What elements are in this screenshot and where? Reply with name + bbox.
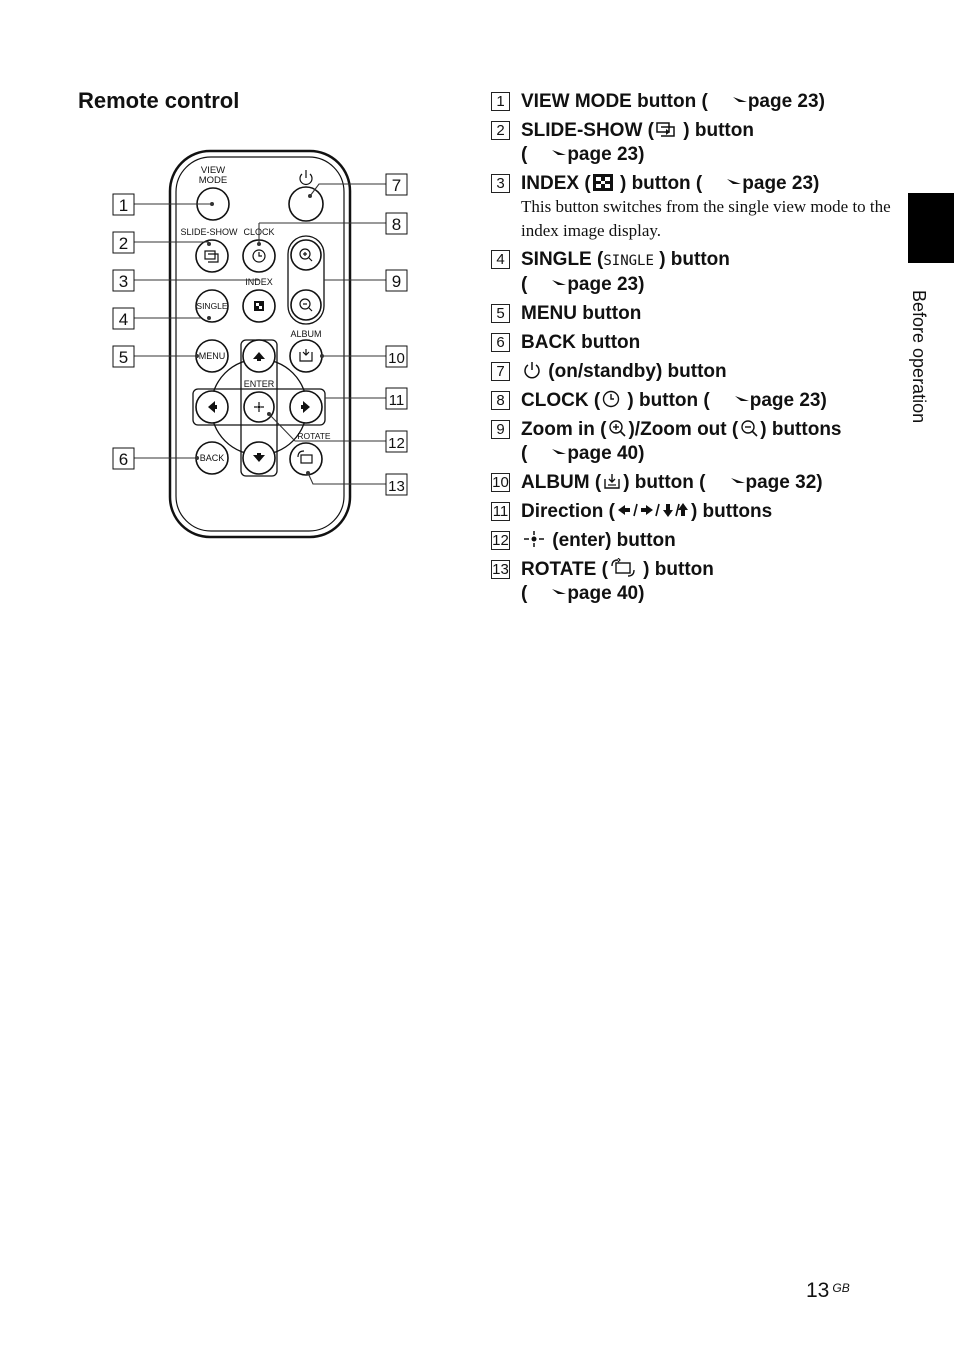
index-icon xyxy=(592,173,613,191)
callout-7: 7 xyxy=(385,173,408,196)
callout-13: 13 xyxy=(385,473,408,496)
direction-arrows-icon xyxy=(617,503,688,518)
item-number: 1 xyxy=(491,92,510,111)
section-heading: Remote control xyxy=(78,88,240,113)
callout-3: 3 xyxy=(112,269,135,292)
single-button-text: SINGLE xyxy=(196,301,228,311)
page-ref-arrow-icon xyxy=(710,395,749,401)
list-item: 7 (on/standby) button xyxy=(491,360,891,384)
svg-text:5: 5 xyxy=(119,348,128,367)
list-item: 9 Zoom in ()/Zoom out () buttons (page 4… xyxy=(491,418,891,466)
power-icon xyxy=(524,362,540,379)
horizontal-pad-frame xyxy=(192,388,326,426)
list-item: 11 Direction () buttons xyxy=(491,501,773,522)
rotate-button xyxy=(289,442,323,476)
rotate-icon xyxy=(300,454,313,464)
section-tab xyxy=(908,193,954,263)
list-item: 10 ALBUM () button (page 32) xyxy=(491,472,823,493)
label-view: VIEW xyxy=(201,165,225,176)
zoom-out-icon xyxy=(741,420,758,438)
label-slide-show: SLIDE-SHOW xyxy=(180,227,238,237)
svg-text:12: 12 xyxy=(388,435,405,452)
clock-icon xyxy=(252,249,266,263)
album-icon xyxy=(299,349,313,362)
svg-text:4: 4 xyxy=(119,310,128,329)
list-item: 1 VIEW MODE button (page 23) xyxy=(491,90,891,114)
up-arrow-icon xyxy=(253,352,265,361)
label-index: INDEX xyxy=(245,277,273,287)
item-description: This button switches from the single vie… xyxy=(521,197,891,240)
svg-text:11: 11 xyxy=(389,392,405,409)
enter-icon xyxy=(524,531,544,548)
remote-body-inner xyxy=(175,156,345,532)
zoom-in-button xyxy=(290,239,322,271)
menu-button-text: MENU xyxy=(199,351,226,361)
page-ref-arrow-icon xyxy=(706,477,745,483)
list-item: 13 ROTATE ( ) button (page 40) xyxy=(491,558,714,604)
rotate-icon xyxy=(611,558,635,578)
list-item: 5 MENU button xyxy=(491,302,891,326)
label-mode: MODE xyxy=(199,175,228,186)
page-suffix: GB xyxy=(832,1281,850,1295)
callout-4: 4 xyxy=(112,307,135,330)
callout-9: 9 xyxy=(385,269,408,292)
power-icon xyxy=(299,173,313,185)
svg-text:8: 8 xyxy=(392,215,401,234)
callout-2: 2 xyxy=(112,231,135,254)
callout-11: 11 xyxy=(385,387,408,410)
right-arrow-icon xyxy=(301,401,310,413)
list-item: 4 SINGLE (SINGLE ) button (page 23) xyxy=(491,248,891,297)
svg-text:2: 2 xyxy=(119,234,128,253)
single-symbol: SINGLE xyxy=(603,253,654,269)
svg-text:1: 1 xyxy=(119,196,128,215)
callout-6: 6 xyxy=(112,447,135,470)
zoom-in-icon xyxy=(609,420,627,438)
svg-text:9: 9 xyxy=(392,272,401,291)
list-item: 6 BACK button xyxy=(491,331,891,355)
callout-5: 5 xyxy=(112,345,135,368)
callout-10: 10 xyxy=(385,345,408,368)
slideshow-icon xyxy=(204,250,216,260)
list-item: 12 (enter) button xyxy=(491,530,676,551)
page-ref-arrow-icon xyxy=(528,588,567,594)
svg-text:6: 6 xyxy=(119,450,128,469)
zoom-out-button xyxy=(290,289,322,321)
side-label-text: Before operation xyxy=(909,290,929,424)
single-button xyxy=(195,289,229,323)
list-item: 3 INDEX ( ) button (page 23) This button… xyxy=(491,172,891,243)
callout-8: 8 xyxy=(385,212,408,235)
remote-control-illustration: VIEW MODE SLIDE-SHOW CLOCK INDEX ALBUM E… xyxy=(112,149,408,539)
svg-text:7: 7 xyxy=(392,176,401,195)
label-enter: ENTER xyxy=(244,379,275,389)
left-arrow-icon xyxy=(208,401,217,413)
zoom-out-icon xyxy=(299,298,311,310)
page-ref-arrow-icon xyxy=(528,448,567,454)
slideshow-icon xyxy=(656,122,675,138)
button-list: 1 VIEW MODE button (page 23) 2 SLIDE-SHO… xyxy=(491,90,891,611)
power-button xyxy=(288,186,324,222)
down-arrow-icon xyxy=(253,453,265,462)
label-album: ALBUM xyxy=(290,329,321,339)
zoom-in-icon xyxy=(299,248,311,260)
clock-icon xyxy=(602,391,620,408)
page-ref-arrow-icon xyxy=(708,96,747,102)
callout-1: 1 xyxy=(112,193,135,216)
side-label: Before operation xyxy=(880,290,950,450)
enter-icon xyxy=(254,402,264,412)
callout-12: 12 xyxy=(385,430,408,453)
album-button xyxy=(289,339,323,373)
list-item: 2 SLIDE-SHOW ( ) button (page 23) xyxy=(491,119,891,167)
svg-text:10: 10 xyxy=(388,350,405,367)
back-button-text: BACK xyxy=(200,453,225,463)
slide-show-button xyxy=(195,239,229,273)
list-item: 8 CLOCK ( ) button (page 23) xyxy=(491,389,891,413)
album-icon xyxy=(604,474,620,490)
page-ref-arrow-icon xyxy=(528,149,567,155)
svg-text:13: 13 xyxy=(388,478,405,495)
page-ref-arrow-icon xyxy=(703,178,742,184)
page-ref-arrow-icon xyxy=(528,279,567,285)
svg-text:3: 3 xyxy=(119,272,128,291)
label-rotate: ROTATE xyxy=(297,431,331,441)
